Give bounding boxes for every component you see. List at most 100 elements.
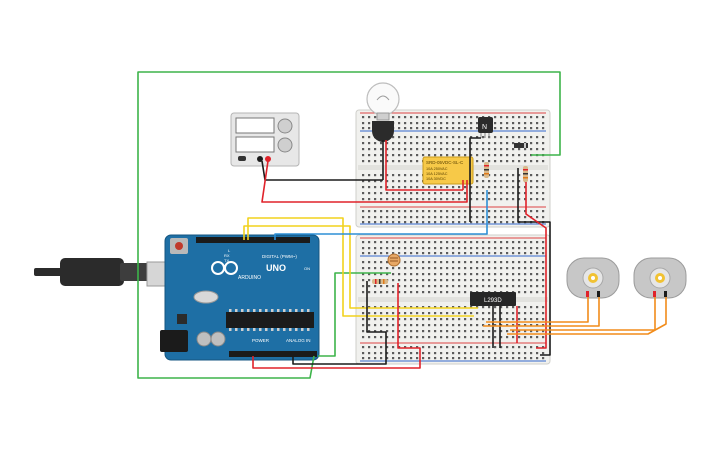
- breadboard-hole: [482, 346, 485, 349]
- dc-motor-2[interactable]: [633, 257, 687, 299]
- relay[interactable]: SRD-05VDC-SL-C 10A 250VAC 10A 125VAC 10A…: [422, 156, 474, 185]
- transistor[interactable]: N: [478, 117, 493, 138]
- breadboard-hole: [500, 241, 503, 244]
- breadboard-hole: [452, 210, 455, 213]
- breadboard-hole: [476, 127, 479, 130]
- breadboard-hole: [494, 160, 497, 163]
- breadboard-hole: [470, 216, 473, 219]
- breadboard-hole: [422, 352, 425, 355]
- breadboard-hole: [416, 192, 419, 195]
- breadboard-hole: [416, 336, 419, 339]
- breadboard-hole: [368, 186, 371, 189]
- breadboard-hole: [362, 136, 365, 139]
- resistor-bottom[interactable]: [372, 279, 388, 284]
- breadboard-hole: [542, 291, 545, 294]
- breadboard-hole: [440, 267, 443, 270]
- breadboard-bottom-holes: [362, 241, 545, 360]
- breadboard-hole: [476, 324, 479, 327]
- breadboard-hole: [464, 330, 467, 333]
- breadboard-hole: [362, 352, 365, 355]
- breadboard-hole: [386, 210, 389, 213]
- breadboard-hole: [464, 198, 467, 201]
- breadboard-hole: [416, 330, 419, 333]
- breadboard-hole: [494, 174, 497, 177]
- power-supply[interactable]: [230, 112, 300, 167]
- breadboard-hole: [518, 346, 521, 349]
- breadboard-hole: [464, 352, 467, 355]
- breadboard-hole: [404, 357, 407, 360]
- breadboard-hole: [470, 221, 473, 224]
- breadboard-hole: [458, 279, 461, 282]
- breadboard-hole: [362, 148, 365, 151]
- breadboard-hole: [470, 116, 473, 119]
- breadboard-hole: [452, 122, 455, 125]
- breadboard-hole: [416, 174, 419, 177]
- breadboard-hole: [398, 357, 401, 360]
- breadboard-hole: [422, 324, 425, 327]
- breadboard-hole: [404, 142, 407, 145]
- breadboard-hole: [524, 336, 527, 339]
- breadboard-hole: [470, 148, 473, 151]
- breadboard-hole: [524, 136, 527, 139]
- breadboard-hole: [434, 122, 437, 125]
- breadboard-hole: [500, 312, 503, 315]
- breadboard-hole: [476, 352, 479, 355]
- breadboard-hole: [422, 122, 425, 125]
- breadboard-hole: [530, 261, 533, 264]
- breadboard-hole: [392, 352, 395, 355]
- breadboard-hole: [362, 261, 365, 264]
- dc-motor-1[interactable]: [566, 257, 620, 299]
- breadboard-hole: [422, 330, 425, 333]
- breadboard-hole: [452, 306, 455, 309]
- usb-cable[interactable]: [34, 258, 170, 287]
- breadboard-hole: [506, 318, 509, 321]
- breadboard-hole: [422, 116, 425, 119]
- breadboard-hole: [398, 285, 401, 288]
- breadboard-hole: [416, 122, 419, 125]
- breadboard-hole: [506, 330, 509, 333]
- breadboard-hole: [434, 136, 437, 139]
- breadboard-hole: [386, 306, 389, 309]
- breadboard-hole: [362, 192, 365, 195]
- motor-driver-ic[interactable]: L293D: [470, 292, 516, 306]
- breadboard-hole: [470, 127, 473, 130]
- breadboard-hole: [374, 267, 377, 270]
- breadboard-hole: [386, 330, 389, 333]
- mcu-pin: [277, 328, 280, 331]
- arduino-uno-board[interactable]: UNO ARDUINO DIGITAL (PWM~) POWER ANALOG …: [160, 234, 320, 361]
- breadboard-hole: [530, 186, 533, 189]
- breadboard-hole: [392, 221, 395, 224]
- breadboard-hole: [500, 210, 503, 213]
- resistor-top-2[interactable]: [523, 166, 528, 182]
- breadboard-hole: [434, 273, 437, 276]
- breadboard-hole: [404, 116, 407, 119]
- mcu-pin: [301, 309, 304, 312]
- light-bulb[interactable]: [366, 82, 400, 142]
- breadboard-hole: [464, 127, 467, 130]
- breadboard-hole: [368, 252, 371, 255]
- breadboard-hole: [458, 122, 461, 125]
- breadboard-hole: [476, 318, 479, 321]
- breadboard-hole: [464, 357, 467, 360]
- breadboard-bottom[interactable]: [355, 234, 551, 365]
- breadboard-hole: [464, 324, 467, 327]
- breadboard-hole: [368, 267, 371, 270]
- breadboard-hole: [524, 291, 527, 294]
- breadboard-hole: [380, 247, 383, 250]
- breadboard-hole: [536, 136, 539, 139]
- breadboard-hole: [470, 306, 473, 309]
- diode[interactable]: [514, 143, 528, 148]
- resistor-top-1[interactable]: [484, 162, 489, 178]
- breadboard-hole: [482, 324, 485, 327]
- breadboard-hole: [512, 192, 515, 195]
- breadboard-hole: [446, 186, 449, 189]
- breadboard-hole: [458, 247, 461, 250]
- photoresistor[interactable]: [387, 253, 401, 267]
- breadboard-hole: [482, 306, 485, 309]
- breadboard-hole: [530, 252, 533, 255]
- breadboard-hole: [452, 192, 455, 195]
- breadboard-hole: [440, 210, 443, 213]
- breadboard-hole: [536, 116, 539, 119]
- breadboard-hole: [488, 324, 491, 327]
- breadboard-hole: [434, 336, 437, 339]
